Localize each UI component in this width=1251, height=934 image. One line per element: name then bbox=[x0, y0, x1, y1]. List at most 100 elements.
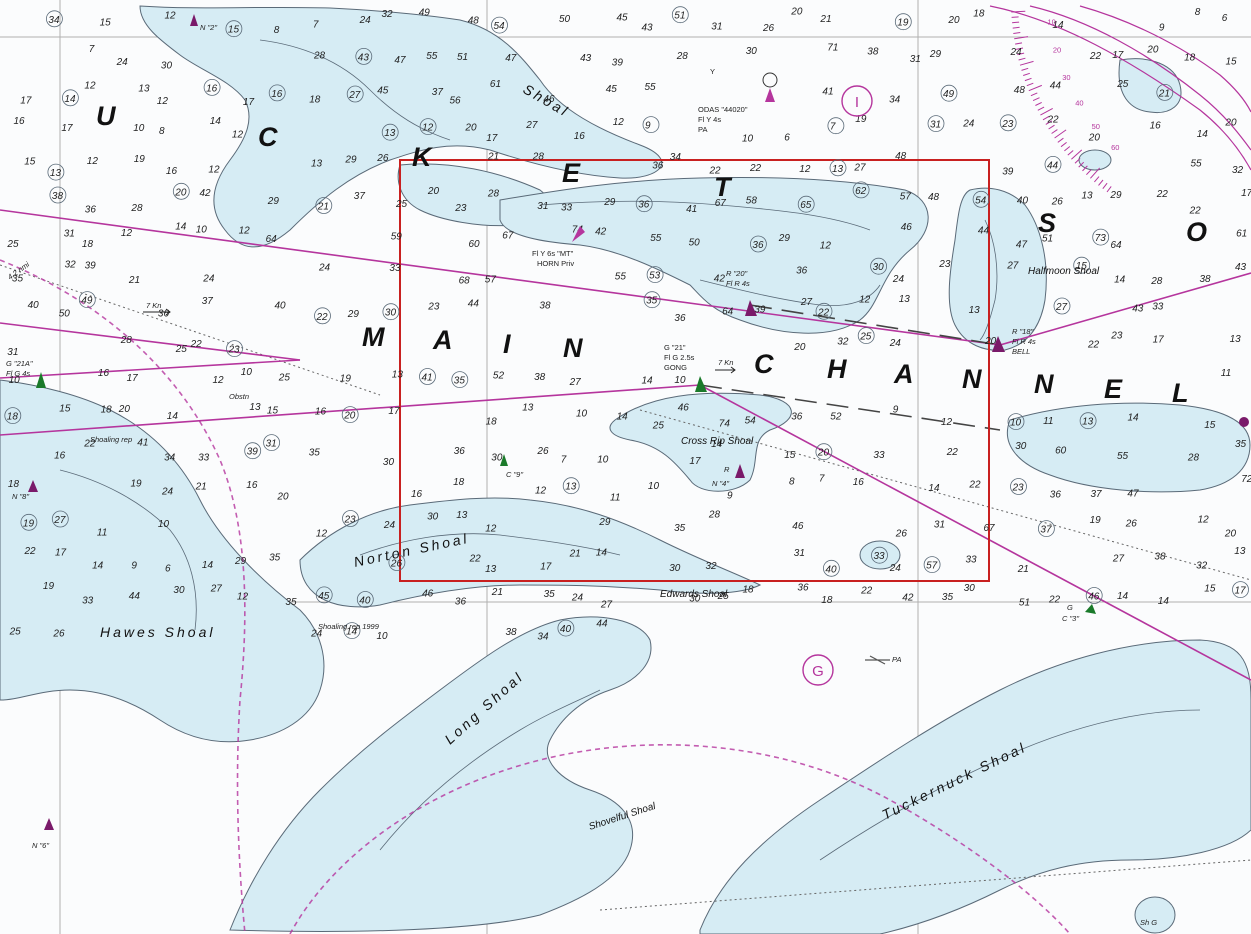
g21a-light-label: Fl G 4s bbox=[6, 369, 30, 378]
depth-sounding: 12 bbox=[232, 129, 244, 140]
depth-sounding: 33 bbox=[198, 452, 210, 463]
depth-sounding: 13 bbox=[1082, 417, 1094, 428]
compass-number: 50 bbox=[1092, 122, 1100, 131]
depth-sounding: 40 bbox=[28, 300, 40, 311]
depth-sounding: 17 bbox=[1241, 188, 1251, 199]
depth-sounding: 26 bbox=[1051, 196, 1064, 207]
depth-sounding: 22 bbox=[860, 585, 873, 596]
depth-sounding: 28 bbox=[708, 510, 721, 521]
depth-sounding: 32 bbox=[1196, 561, 1208, 572]
depth-sounding: 27 bbox=[569, 377, 582, 388]
shoaling-rep-1999-note: Shoaling rep 1999 bbox=[318, 622, 380, 631]
shoal-upper-left bbox=[139, 5, 663, 248]
depth-sounding: 6 bbox=[1222, 13, 1228, 24]
depth-sounding: 14 bbox=[1197, 129, 1209, 140]
shoal-patch-1 bbox=[859, 540, 901, 570]
shoal-long bbox=[229, 616, 652, 932]
depth-sounding: 25 bbox=[278, 372, 291, 383]
depth-sounding: 14 bbox=[642, 376, 654, 387]
depth-sounding: 25 bbox=[175, 344, 188, 355]
depth-sounding: 11 bbox=[97, 528, 107, 539]
depth-sounding: 10 bbox=[742, 133, 754, 144]
depth-sounding: 11 bbox=[610, 493, 620, 504]
depth-sounding: 21 bbox=[491, 587, 503, 598]
depth-sounding: 43 bbox=[1132, 304, 1144, 315]
depth-sounding: 20 bbox=[118, 404, 131, 415]
depth-sounding: 31 bbox=[711, 21, 722, 32]
depth-sounding: 9 bbox=[645, 121, 651, 132]
depth-sounding: 14 bbox=[928, 483, 940, 494]
depth-sounding: 49 bbox=[81, 296, 93, 307]
depth-sounding: 35 bbox=[285, 597, 297, 608]
depth-sounding: 27 bbox=[1055, 302, 1068, 313]
depth-sounding: 35 bbox=[1235, 439, 1247, 450]
depth-sounding: 27 bbox=[53, 515, 66, 526]
depth-sounding: 58 bbox=[746, 195, 758, 206]
wreck-circle-icon bbox=[557, 619, 575, 637]
depth-sounding: 44 bbox=[1050, 81, 1062, 92]
depth-sounding: 25 bbox=[717, 591, 730, 602]
wreck-circle-icon bbox=[203, 79, 221, 96]
depth-sounding: 6 bbox=[165, 564, 171, 575]
depth-sounding: 29 bbox=[598, 517, 611, 528]
current-note-right: 7 Kn bbox=[718, 358, 733, 367]
depth-sounding: 53 bbox=[649, 271, 661, 282]
depth-sounding: 38 bbox=[1200, 274, 1212, 285]
depth-sounding: 40 bbox=[359, 596, 371, 607]
circle-letter-g: G bbox=[812, 663, 824, 680]
depth-sounding: 54 bbox=[494, 21, 506, 32]
sound-letter-u: U bbox=[96, 101, 117, 131]
depth-sounding: 35 bbox=[309, 448, 321, 459]
depth-sounding: 27 bbox=[210, 584, 223, 595]
depth-sounding: 14 bbox=[1117, 591, 1129, 602]
depth-sounding: 43 bbox=[1235, 262, 1247, 273]
odas-label: ODAS "44020" bbox=[698, 105, 748, 114]
compass-tick bbox=[1032, 97, 1040, 102]
wreck-circle-icon bbox=[388, 554, 406, 571]
depth-sounding: 7 bbox=[819, 474, 825, 485]
compass-number: 20 bbox=[1053, 46, 1061, 55]
depth-sounding: 16 bbox=[166, 166, 178, 177]
depth-sounding: 67 bbox=[502, 231, 514, 242]
depth-sounding: 13 bbox=[969, 305, 981, 316]
sound-letter-e: E bbox=[562, 158, 581, 188]
wreck-circle-icon bbox=[381, 123, 399, 141]
depth-sounding: 14 bbox=[1128, 412, 1140, 423]
bell-label: BELL bbox=[1012, 347, 1030, 356]
depth-sounding: 15 bbox=[784, 450, 796, 461]
depth-sounding: 28 bbox=[487, 188, 500, 199]
compass-tick bbox=[1012, 21, 1020, 24]
compass-tick bbox=[1054, 129, 1067, 139]
depth-sounding: 19 bbox=[23, 518, 35, 529]
depth-sounding: 74 bbox=[572, 224, 584, 235]
compass-tick bbox=[1030, 92, 1038, 97]
channel-letter-n: N bbox=[563, 333, 583, 363]
wreck-circle-icon bbox=[643, 291, 661, 309]
depth-sounding: 20 bbox=[343, 411, 356, 422]
depth-sounding: 30 bbox=[689, 594, 701, 605]
wreck-circle-icon bbox=[870, 257, 887, 275]
wreck-circle-icon bbox=[4, 407, 22, 425]
depth-sounding: 16 bbox=[574, 131, 586, 142]
depth-sounding: 27 bbox=[525, 120, 538, 131]
n8-label: N "8" bbox=[12, 492, 29, 501]
compass-tick bbox=[1018, 57, 1026, 61]
depth-sounding: 39 bbox=[754, 304, 766, 315]
sound-letter-k: K bbox=[412, 142, 434, 172]
depth-sounding: 50 bbox=[559, 14, 571, 25]
buoy-mt-icon bbox=[572, 226, 585, 242]
wreck-circle-icon bbox=[47, 163, 65, 181]
depth-sounding: 9 bbox=[131, 560, 137, 571]
wreck-circle-icon bbox=[815, 302, 833, 320]
depth-sounding: 43 bbox=[358, 52, 370, 63]
depth-sounding: 38 bbox=[539, 300, 551, 311]
depth-sounding: 14 bbox=[202, 560, 214, 571]
depth-sounding: 24 bbox=[202, 274, 215, 285]
depth-sounding: 51 bbox=[674, 11, 685, 22]
depth-sounding: 16 bbox=[14, 116, 26, 127]
depth-sounding: 36 bbox=[158, 309, 170, 320]
depth-sounding: 9 bbox=[1159, 23, 1165, 34]
compass-ticks bbox=[1011, 10, 1112, 193]
depth-sounding: 40 bbox=[825, 564, 837, 575]
depth-sounding: 61 bbox=[1236, 229, 1247, 240]
